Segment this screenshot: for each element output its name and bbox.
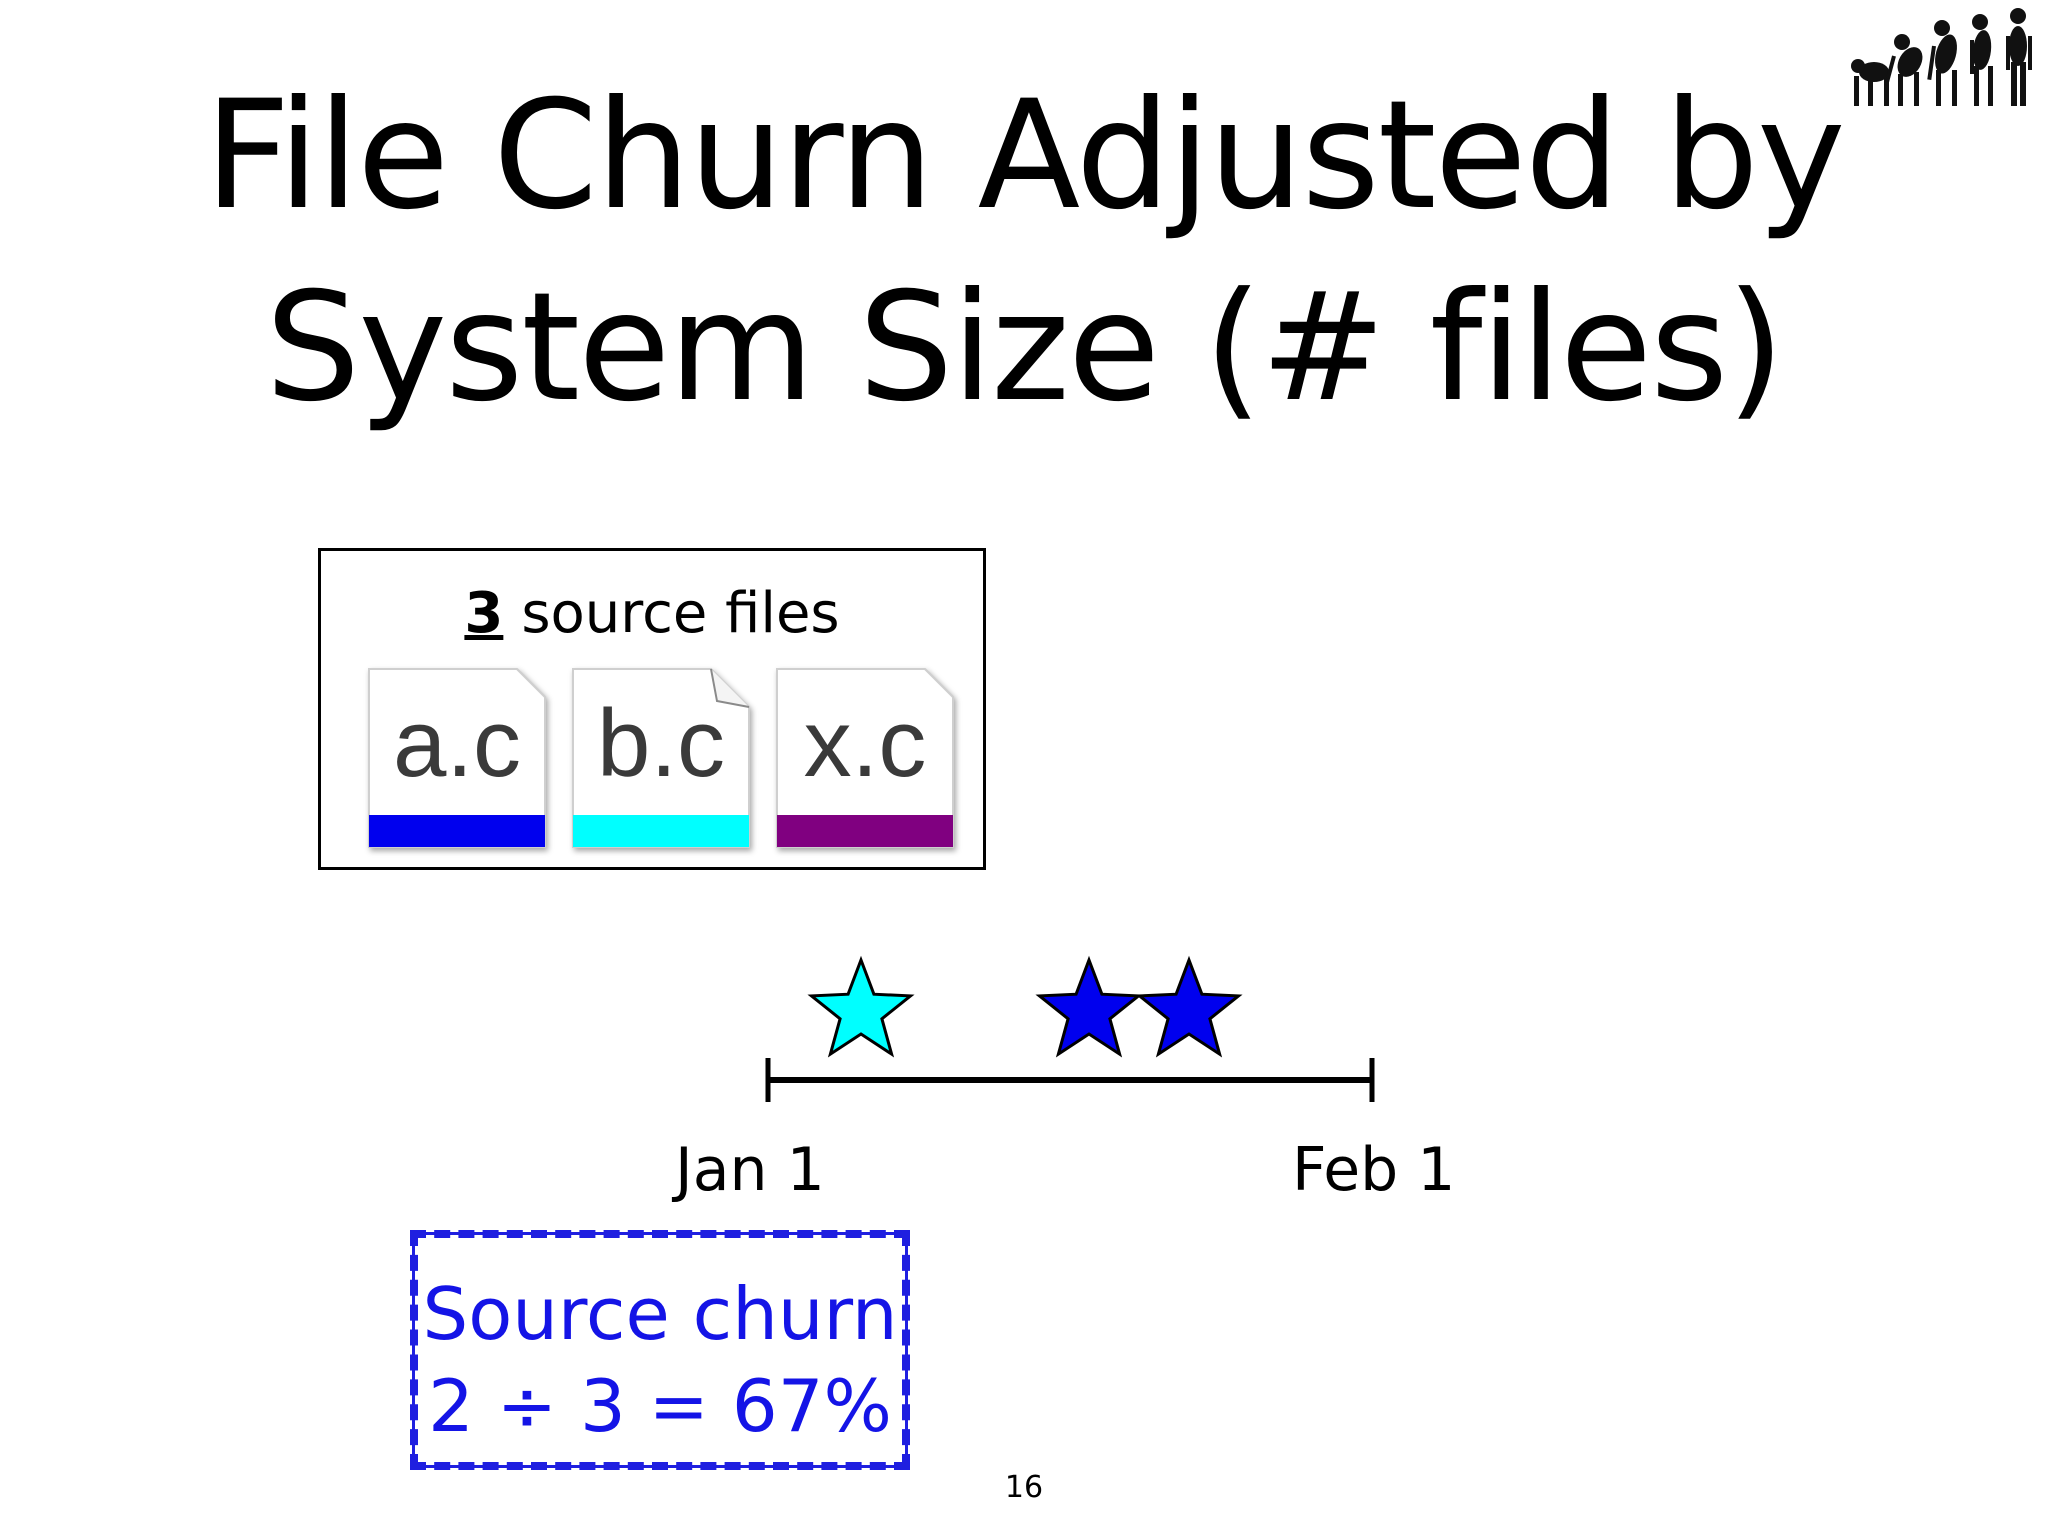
file-name: x.c <box>803 690 927 797</box>
change-event-star <box>1035 955 1143 1058</box>
document-icon <box>776 668 954 848</box>
slide-title-line1: File Churn Adjusted by <box>204 69 1845 243</box>
timeline <box>765 955 1375 1102</box>
source-file-count: 3 <box>464 581 504 646</box>
change-event-star <box>807 955 915 1058</box>
source-churn-box: Source churn 2 ÷ 3 = 67% <box>410 1230 910 1470</box>
page-number: 16 <box>1004 1470 1044 1505</box>
timeline-end-label: Feb 1 <box>1292 1135 1456 1205</box>
source-files-label: source files <box>521 581 840 646</box>
document-icon <box>368 668 546 848</box>
file-icon-a-c: a.c <box>367 667 547 849</box>
change-event-star <box>1135 955 1243 1058</box>
timeline-start-label: Jan 1 <box>675 1135 825 1205</box>
file-name: b.c <box>596 690 726 797</box>
file-icon-b-c: b.c <box>571 667 751 849</box>
evolution-silhouettes-icon <box>1851 8 2032 106</box>
source-files-heading: 3 source files <box>321 579 983 649</box>
file-name: a.c <box>392 690 522 797</box>
slide-title: File Churn Adjusted by System Size (# fi… <box>0 60 2048 444</box>
file-icon-x-c: x.c <box>775 667 955 849</box>
document-icon <box>572 668 750 848</box>
source-churn-title: Source churn <box>422 1272 898 1356</box>
source-files-box: 3 source files a.c b.c x.c <box>318 548 986 870</box>
slide-title-line2: System Size (# files) <box>265 261 1785 435</box>
file-color-band <box>369 815 545 847</box>
source-churn-formula: 2 ÷ 3 = 67% <box>428 1364 892 1448</box>
file-color-band <box>777 815 953 847</box>
file-color-band <box>573 815 749 847</box>
